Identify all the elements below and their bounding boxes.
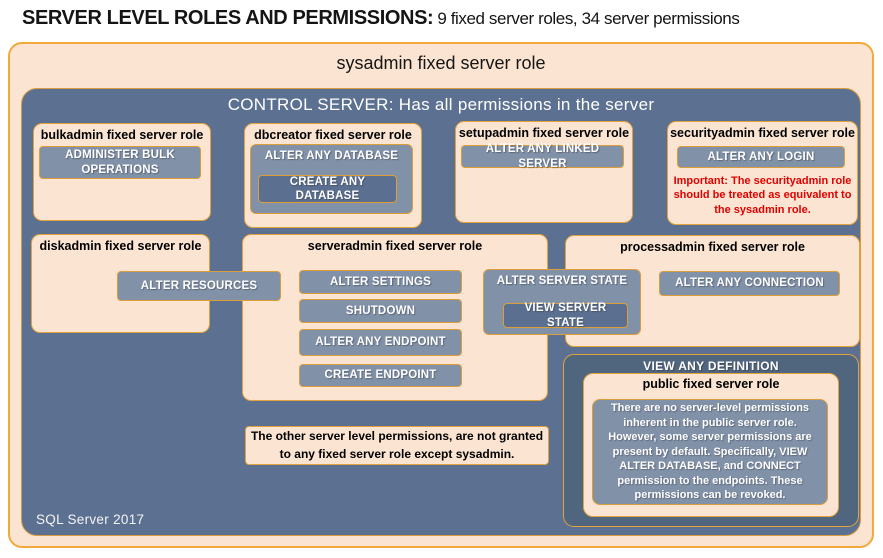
bulkadmin-role-title: bulkadmin fixed server role: [40, 128, 204, 142]
page-title-sub: 9 fixed server roles, 34 server permissi…: [437, 9, 740, 28]
view-any-definition-box: VIEW ANY DEFINITION public fixed server …: [563, 354, 859, 527]
permission-alter-any-database-panel: ALTER ANY DATABASE CREATE ANY DATABASE: [250, 144, 413, 214]
page-title: SERVER LEVEL ROLES AND PERMISSIONS: 9 fi…: [22, 7, 740, 30]
diskadmin-role-title: diskadmin fixed server role: [39, 239, 202, 253]
permission-view-server-state: VIEW SERVER STATE: [503, 302, 628, 329]
permission-view-any-definition: VIEW ANY DEFINITION: [643, 359, 779, 373]
bulkadmin-role-box: bulkadmin fixed server role ADMINISTER B…: [33, 123, 211, 221]
public-role-description: There are no server-level permissions in…: [592, 399, 828, 505]
securityadmin-warning-text: Important: The securityadmin role should…: [673, 175, 852, 216]
permission-create-endpoint: CREATE ENDPOINT: [299, 364, 462, 387]
control-server-title: CONTROL SERVER: Has all permissions in t…: [227, 95, 655, 114]
setupadmin-role-box: setupadmin fixed server role ALTER ANY L…: [455, 121, 633, 223]
serveradmin-role-title: serveradmin fixed server role: [307, 239, 483, 253]
permission-alter-any-endpoint: ALTER ANY ENDPOINT: [299, 329, 462, 356]
permission-administer-bulk-operations: ADMINISTER BULK OPERATIONS: [39, 146, 201, 179]
dbcreator-role-box: dbcreator fixed server role ALTER ANY DA…: [244, 123, 422, 228]
processadmin-role-title: processadmin fixed server role: [620, 240, 805, 254]
setupadmin-role-title: setupadmin fixed server role: [458, 126, 630, 140]
sysadmin-role-title: sysadmin fixed server role: [336, 53, 546, 73]
permission-create-any-database: CREATE ANY DATABASE: [258, 175, 397, 203]
permission-alter-server-state-panel: ALTER SERVER STATE VIEW SERVER STATE: [483, 269, 641, 335]
other-permissions-note: The other server level permissions, are …: [245, 426, 549, 465]
permission-alter-any-database: ALTER ANY DATABASE: [264, 150, 399, 162]
permission-alter-resources: ALTER RESOURCES: [117, 271, 281, 301]
permission-alter-any-login: ALTER ANY LOGIN: [677, 146, 845, 168]
footer-version-label: SQL Server 2017: [36, 512, 145, 527]
sysadmin-role-box: sysadmin fixed server role CONTROL SERVE…: [8, 42, 874, 548]
permission-alter-settings: ALTER SETTINGS: [299, 270, 462, 294]
page-title-main: SERVER LEVEL ROLES AND PERMISSIONS:: [22, 7, 434, 29]
permission-alter-any-linked-server: ALTER ANY LINKED SERVER: [461, 143, 624, 170]
securityadmin-role-box: securityadmin fixed server role ALTER AN…: [667, 121, 858, 225]
dbcreator-role-title: dbcreator fixed server role: [254, 128, 412, 142]
permission-alter-any-connection: ALTER ANY CONNECTION: [659, 271, 840, 296]
securityadmin-role-title: securityadmin fixed server role: [670, 126, 855, 140]
permission-shutdown: SHUTDOWN: [299, 299, 462, 323]
control-server-box: CONTROL SERVER: Has all permissions in t…: [21, 88, 861, 536]
public-role-box: public fixed server role There are no se…: [583, 373, 839, 517]
permission-alter-server-state: ALTER SERVER STATE: [496, 275, 628, 287]
public-role-title: public fixed server role: [642, 377, 780, 391]
